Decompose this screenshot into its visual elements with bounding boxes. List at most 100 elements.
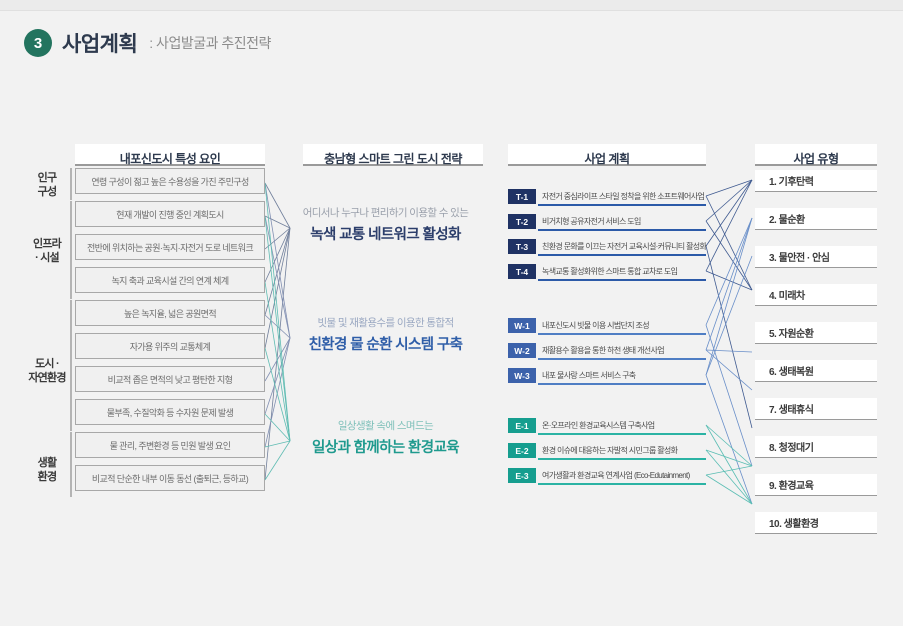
title-subtitle-text: : 사업발굴과 추진전략 <box>149 35 271 51</box>
plan-row[interactable]: T-4 녹색교통 활성화위한 스마트 통합 교차로 도입 <box>508 264 706 281</box>
plan-code-badge: W-1 <box>508 318 536 333</box>
plan-label: 내포신도시 빗물 이용 시범단지 조성 <box>542 321 650 330</box>
plan-underline <box>538 279 706 281</box>
type-label: 6. 생태복원 <box>769 367 814 378</box>
column-header-factors: 내포신도시 특성 요인 <box>75 144 265 166</box>
factor-box: 자가용 위주의 교통체계 <box>75 333 265 359</box>
column-header-strategy: 충남형 스마트 그린 도시 전략 <box>303 144 483 166</box>
type-label: 9. 환경교육 <box>769 481 814 492</box>
plan-label: 온·오프라인 환경교육시스템 구축사업 <box>542 421 655 430</box>
plan-underline <box>538 204 706 206</box>
strategy-title: 친환경 물 순환 시스템 구축 <box>308 337 463 353</box>
type-row[interactable]: 10. 생활환경 <box>755 512 877 534</box>
type-row[interactable]: 6. 생태복원 <box>755 360 877 382</box>
plan-label: 비거치형 공유자전거 서비스 도입 <box>542 217 641 226</box>
factor-label: 전반에 위치하는 공원·녹지·자전거 도로 네트워크 <box>87 242 254 253</box>
type-row[interactable]: 2. 물순환 <box>755 208 877 230</box>
factor-label: 비교적 단순한 내부 이동 동선 (출퇴근, 등하교) <box>91 473 249 484</box>
plan-label: 친환경 문화를 이끄는 자전거 교육시설·커뮤니티 활성화 <box>542 242 707 251</box>
plan-code-badge: T-4 <box>508 264 536 279</box>
plan-row[interactable]: E-2 환경 이슈에 대응하는 자발적 시민그룹 활성화 <box>508 443 706 460</box>
category-label-infra: 인프라· 시설 <box>33 238 62 264</box>
plan-underline <box>538 333 706 335</box>
factor-box: 녹지 축과 교육시설 간의 연계 체계 <box>75 267 265 293</box>
factor-label: 물부족, 수질악화 등 수자원 문제 발생 <box>106 407 234 418</box>
plan-code-badge: E-3 <box>508 468 536 483</box>
plan-label: 여가생활과 환경교육 연계사업 (Eco-Edutainment) <box>542 471 690 480</box>
factor-label: 현재 개발이 진행 중인 계획도시 <box>116 209 224 220</box>
factor-box: 연령 구성이 젊고 높은 수용성을 가진 주민구성 <box>75 168 265 194</box>
plan-row[interactable]: W-1 내포신도시 빗물 이용 시범단지 조성 <box>508 318 706 335</box>
plan-code-badge: W-3 <box>508 368 536 383</box>
plan-row[interactable]: E-1 온·오프라인 환경교육시스템 구축사업 <box>508 418 706 435</box>
factor-label: 녹지 축과 교육시설 간의 연계 체계 <box>111 275 229 286</box>
plan-row[interactable]: T-2 비거치형 공유자전거 서비스 도입 <box>508 214 706 231</box>
plan-label: 재활용수 활용을 통한 하천 생태 개선사업 <box>542 346 665 355</box>
plan-code-badge: W-2 <box>508 343 536 358</box>
factor-box: 높은 녹지율, 넓은 공원면적 <box>75 300 265 326</box>
type-label: 7. 생태휴식 <box>769 405 814 416</box>
category-label-city-nature: 도시 ·자연환경 <box>28 358 66 384</box>
type-label: 10. 생활환경 <box>769 519 819 530</box>
type-label: 3. 물안전 · 안심 <box>769 253 830 264</box>
plan-row[interactable]: W-2 재활용수 활용을 통한 하천 생태 개선사업 <box>508 343 706 360</box>
strategy-subtitle: 일상생활 속에 스며드는 <box>337 420 434 432</box>
plan-row[interactable]: T-1 자전거 중심라이프 스타일 정착을 위한 소프트웨어사업 <box>508 189 706 206</box>
plan-code-badge: E-2 <box>508 443 536 458</box>
plan-underline <box>538 358 706 360</box>
type-row[interactable]: 3. 물안전 · 안심 <box>755 246 877 268</box>
type-row[interactable]: 1. 기후탄력 <box>755 170 877 192</box>
title-main-text: 사업계획 <box>62 33 138 56</box>
plan-label: 환경 이슈에 대응하는 자발적 시민그룹 활성화 <box>542 446 678 455</box>
factor-label: 비교적 좁은 면적의 낮고 평탄한 지형 <box>107 374 233 385</box>
plan-row[interactable]: E-3 여가생활과 환경교육 연계사업 (Eco-Edutainment) <box>508 468 706 485</box>
category-rule-infra <box>70 201 72 299</box>
type-label: 4. 미래차 <box>769 291 805 302</box>
plan-label: 내포 물사랑 스마트 서비스 구축 <box>542 371 636 380</box>
plan-code-badge: T-2 <box>508 214 536 229</box>
type-row[interactable]: 4. 미래차 <box>755 284 877 306</box>
plan-code-badge: T-1 <box>508 189 536 204</box>
factor-box: 현재 개발이 진행 중인 계획도시 <box>75 201 265 227</box>
plan-row[interactable]: T-3 친환경 문화를 이끄는 자전거 교육시설·커뮤니티 활성화 <box>508 239 707 256</box>
factor-box: 물 관리, 주변환경 등 민원 발생 요인 <box>75 432 265 458</box>
plan-underline <box>538 254 706 256</box>
category-rule-population <box>70 168 72 200</box>
type-row[interactable]: 8. 청정대기 <box>755 436 877 458</box>
plan-label: 녹색교통 활성화위한 스마트 통합 교차로 도입 <box>542 267 678 276</box>
strategy-subtitle: 어디서나 누구나 편리하기 이용할 수 있는 <box>302 207 469 219</box>
type-row[interactable]: 9. 환경교육 <box>755 474 877 496</box>
plan-label: 자전거 중심라이프 스타일 정착을 위한 소프트웨어사업 <box>542 192 705 201</box>
type-label: 8. 청정대기 <box>769 443 814 454</box>
factor-label: 연령 구성이 젊고 높은 수용성을 가진 주민구성 <box>91 176 249 187</box>
plan-underline <box>538 433 706 435</box>
factor-box: 물부족, 수질악화 등 수자원 문제 발생 <box>75 399 265 425</box>
plan-code-badge: T-3 <box>508 239 536 254</box>
factor-label: 자가용 위주의 교통체계 <box>129 341 211 352</box>
plan-row[interactable]: W-3 내포 물사랑 스마트 서비스 구축 <box>508 368 706 385</box>
top-strip <box>0 0 903 11</box>
type-label: 2. 물순환 <box>769 215 805 226</box>
step-number-badge: 3 <box>24 29 52 57</box>
plan-code-badge: E-1 <box>508 418 536 433</box>
category-rule-living <box>70 432 72 497</box>
type-row[interactable]: 5. 자원순환 <box>755 322 877 344</box>
type-row[interactable]: 7. 생태휴식 <box>755 398 877 420</box>
factor-box: 전반에 위치하는 공원·녹지·자전거 도로 네트워크 <box>75 234 265 260</box>
plan-underline <box>538 458 706 460</box>
factor-box: 비교적 좁은 면적의 낮고 평탄한 지형 <box>75 366 265 392</box>
strategy-title: 일상과 함께하는 환경교육 <box>312 440 460 456</box>
factor-label: 물 관리, 주변환경 등 민원 발생 요인 <box>109 440 231 451</box>
page-title: 3 사업계획 : 사업발굴과 추진전략 <box>24 28 271 58</box>
strategy-subtitle: 빗물 및 재활용수를 이용한 통합적 <box>317 317 454 329</box>
factor-box: 비교적 단순한 내부 이동 동선 (출퇴근, 등하교) <box>75 465 265 491</box>
plan-underline <box>538 483 706 485</box>
category-rule-city-nature <box>70 300 72 431</box>
